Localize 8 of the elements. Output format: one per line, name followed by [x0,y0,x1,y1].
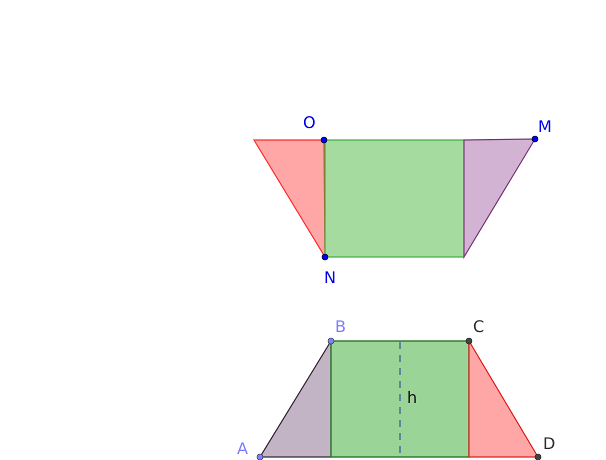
point-label: N [324,269,336,287]
point-label: O [303,114,316,132]
point-label: D [543,435,556,453]
point-label: M [538,118,552,136]
point-label: C [473,318,484,336]
point-label: A [237,440,248,458]
point-label: h [407,389,418,407]
point-label: B [335,318,346,336]
